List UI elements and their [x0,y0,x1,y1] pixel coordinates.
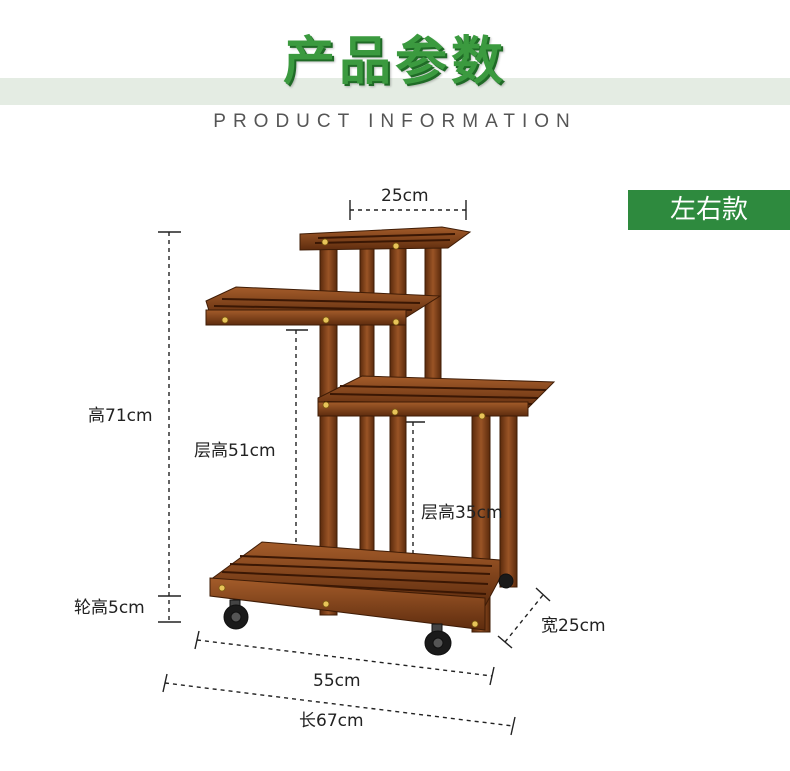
label-width: 55cm [313,671,361,691]
variant-badge: 左右款 [628,190,790,230]
page-title: 产品参数 [282,32,507,92]
plant-stand [205,226,556,656]
label-total-height: 高71cm [88,406,153,426]
page-subtitle: PRODUCT INFORMATION [213,111,577,132]
label-layer-height-1: 层高51cm [194,441,276,461]
label-top-width: 25cm [381,186,429,206]
label-length: 长67cm [299,711,364,731]
label-wheel-height: 轮高5cm [74,598,145,618]
dimension-lines [158,200,551,736]
caster-wheels [223,573,514,656]
header-band [0,78,790,105]
label-depth: 宽25cm [541,616,606,636]
label-layer-height-2: 层高35cm [421,503,503,523]
